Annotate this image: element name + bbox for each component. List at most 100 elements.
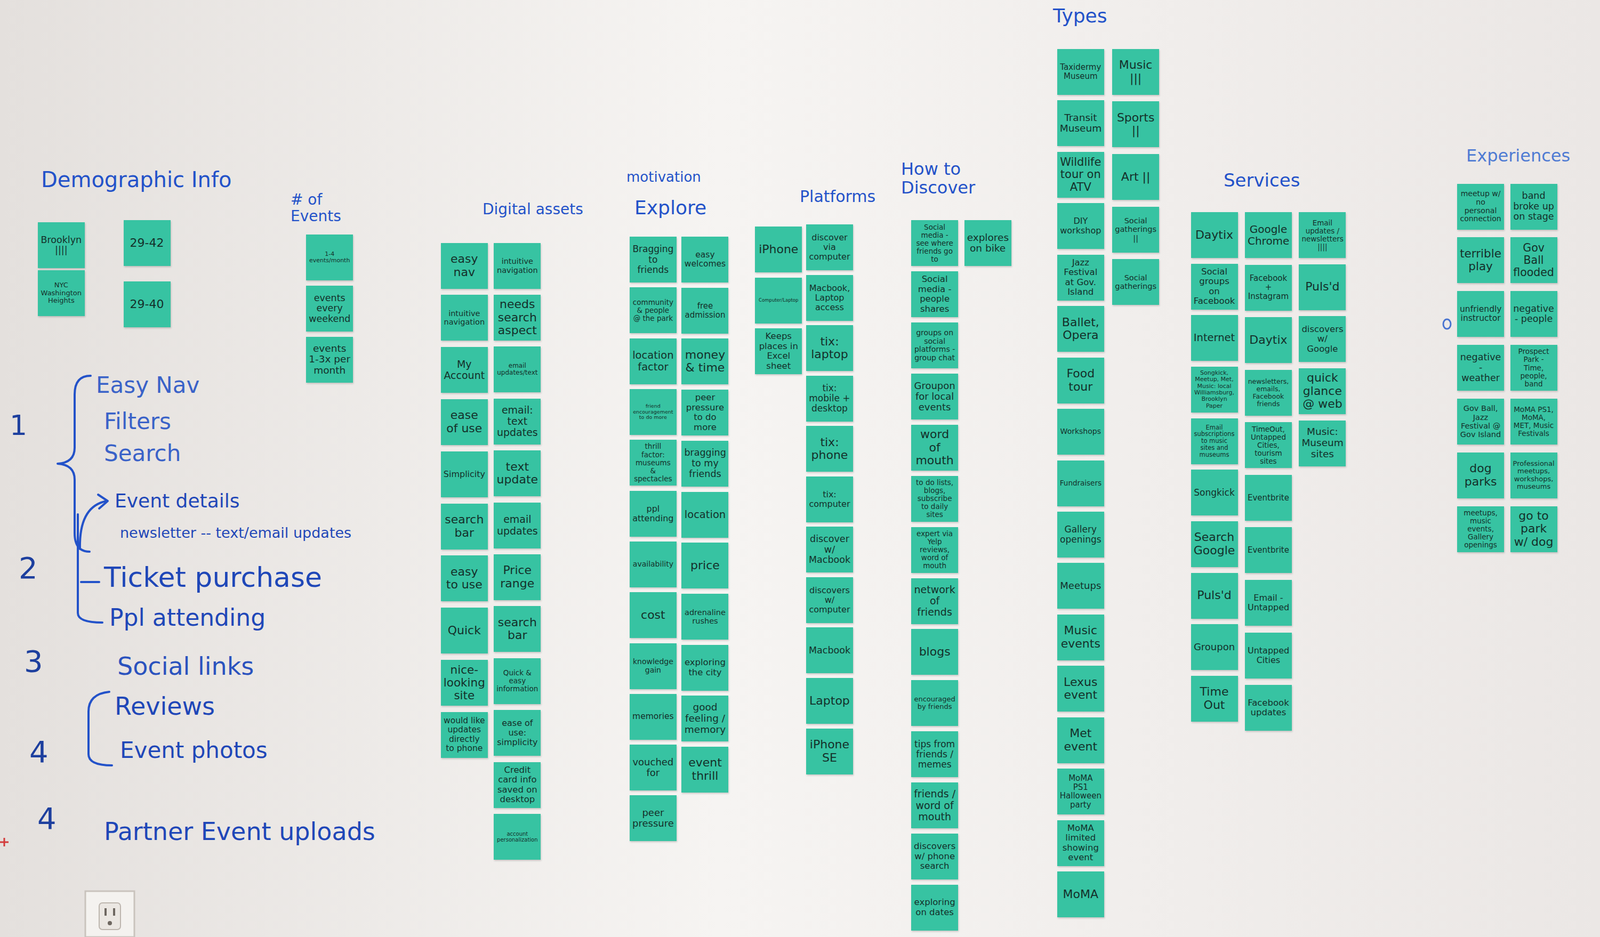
note-text: go to park w/ dog [1513,509,1555,550]
sticky-note: price [681,542,729,589]
sticky-note: Meetups [1057,563,1105,609]
note-text: friends / word of mouth [913,788,956,823]
note-text: 1-4 events/month [308,251,351,265]
sticky-note: MoMA PS1, MoMA, MET, Music Festivals [1510,398,1558,445]
sticky-note: NYC Washington Heights [37,270,85,317]
sticky-note: Computer/Laptop [754,277,802,324]
column-heading: Types [1052,5,1107,27]
sticky-note: expert via Yelp reviews, word of mouth [911,527,959,574]
sticky-note: discovers w/ phone search [911,833,959,880]
sticky-note: Social media - see where friends go to [911,220,959,267]
arrow-head [98,494,108,509]
note-text: Met event [1059,727,1102,754]
sticky-note: easy nav [440,243,488,289]
note-text: Meetups [1059,580,1102,592]
note-text: MoMA [1059,888,1102,902]
sticky-note: search bar [440,503,488,550]
note-text: Taxidermy Museum [1059,62,1102,82]
note-text: Quick [443,624,486,638]
feature-item: Event details [114,490,240,512]
column-heading: Platforms [799,187,876,206]
sticky-note: MoMA limited showing event [1057,820,1105,867]
feature-item: Reviews [114,693,215,721]
sticky-note: exploring on dates [911,885,959,931]
note-text: cost [632,608,674,623]
note-text: band broke up on stage [1513,190,1555,223]
note-text: needs search aspect [496,298,538,338]
outlet-slot [104,908,107,916]
column-heading: Digital assets [482,201,584,219]
note-text: blogs [913,645,956,659]
note-text: Email updates / newsletters |||| [1301,219,1344,252]
sticky-note: Daytix [1191,212,1238,259]
sticky-note: Internet [1191,315,1238,361]
note-text: Songkick, Meetup, Met, Music: local Will… [1193,370,1236,410]
sticky-note: network of friends [911,578,959,625]
sticky-note: account personalization [493,814,541,860]
feature-item: Filters [103,409,172,434]
sticky-note: Food tour [1057,357,1105,404]
sticky-note: Met event [1057,717,1105,764]
note-text: Social gatherings || [1114,216,1157,243]
feature-item: Search [103,441,181,466]
sticky-note: Prospect Park - Time, people, band [1510,344,1558,391]
sticky-note: MoMA [1057,871,1105,918]
sticky-note: explores on bike [964,220,1012,267]
note-text: Computer/Laptop [757,298,800,304]
sticky-note: intuitive navigation [440,294,488,341]
sticky-note: knowledge gain [629,643,677,690]
sticky-note: Ballet, Opera [1057,306,1105,352]
note-text: peer pressure [632,807,674,830]
sticky-note: easy welcomes [681,236,729,283]
note-text: tix: mobile + desktop [808,383,851,414]
note-text: word of mouth [913,428,956,468]
note-text: bragging to my friends [684,447,726,480]
note-text: location factor [632,349,674,374]
note-text: nice-looking site [443,663,486,703]
column-heading: Experiences [1466,146,1571,166]
sticky-note: Lexus event [1057,665,1105,712]
sticky-note: Bragging to friends [629,236,677,283]
note-text: Untapped Cities [1247,646,1290,666]
sticky-note: tix: phone [806,425,854,472]
note-text: Groupon [1193,641,1236,653]
sticky-note: tix: computer [806,476,854,523]
sticky-note: Social media - people shares [911,271,959,318]
feature-item: newsletter -- text/email updates [119,525,352,542]
sticky-note: word of mouth [911,424,959,471]
sticky-note: search bar [493,606,541,653]
note-text: terrible play [1459,247,1502,273]
sticky-note: Taxidermy Museum [1057,49,1105,95]
note-text: Eventbrite [1247,493,1290,503]
note-text: iPhone SE [808,738,851,765]
note-text: meetup w/ no personal connection [1459,189,1502,224]
note-text: discovers w/ computer [808,585,851,615]
note-text: peer pressure to do more [684,392,726,433]
sticky-note: intuitive navigation [493,243,541,289]
dash-line [81,581,100,584]
feature-item: Social links [117,653,254,681]
note-text: Keeps places in Excel sheet [757,331,800,372]
sticky-note: Social gatherings [1112,259,1160,305]
note-text: groups on social platforms - group chat [913,328,956,363]
note-text: Time Out [1193,685,1236,712]
note-text: free admission [684,301,726,320]
sticky-note: community & people @ the park [629,287,677,334]
feature-item: Ppl attending [109,605,266,631]
note-text: Professional meetups, workshops, museums [1513,460,1555,492]
note-text: MoMA limited showing event [1059,823,1102,864]
sticky-note: friend encouragement to do more [629,389,677,436]
sticky-note: cost [629,592,677,639]
sticky-note: email: text updates [493,398,541,445]
sticky-note: discovers w/ Google [1298,316,1346,363]
note-text: expert via Yelp reviews, word of mouth [913,529,956,571]
note-text: Music: Museum sites [1301,426,1344,460]
sticky-note: event thrill [681,746,729,793]
power-outlet [85,891,135,937]
note-text: Social media - people shares [913,274,956,315]
sticky-note: negative - weather [1457,344,1505,391]
note-text: account personalization [496,831,538,843]
note-text: tips from friends / memes [913,739,956,770]
note-text: thrill factor: museums & spectacles [632,442,674,484]
